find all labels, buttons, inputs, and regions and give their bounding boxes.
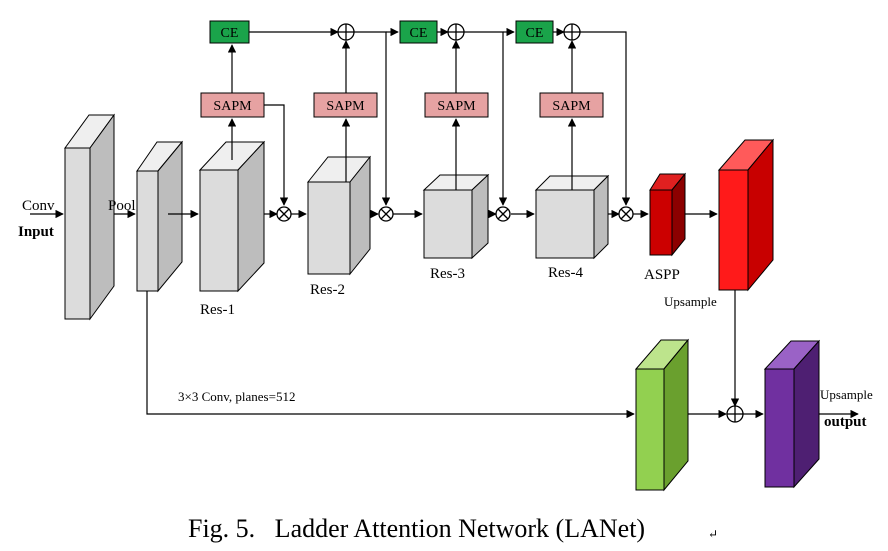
pool-block [136,140,184,293]
aspp-block [649,172,687,257]
conv-green-block [634,338,690,492]
res1-block [198,140,266,293]
ce-box-3: CE [515,20,554,44]
res3-label: Res-3 [430,266,465,282]
figure-caption: Fig. 5. Ladder Attention Network (LANet) [188,514,645,543]
sapm-label-3: SAPM [437,99,476,114]
ce-box-2: CE [399,20,438,44]
sapm-label-4: SAPM [552,99,591,114]
sapm-box-2: SAPM [313,92,378,118]
sapm-box-1: SAPM [200,92,265,118]
res1-label: Res-1 [200,302,235,318]
conv-planes-label: 3×3 Conv, planes=512 [178,389,295,404]
ce-label-3: CE [526,26,544,41]
upsample-red-block [717,138,775,292]
pool-label: Pool [108,198,136,214]
aspp-label: ASPP [644,267,680,283]
multiply-node-1 [276,206,292,222]
ce-label-2: CE [410,26,428,41]
plus-node-2 [447,23,465,41]
plus-node-5 [726,405,744,423]
output-purple-block [763,339,821,489]
multiply-node-4 [618,206,634,222]
res4-label: Res-4 [548,265,583,281]
input-label: Input [18,224,54,240]
output-label: output [824,414,867,430]
sapm-box-4: SAPM [539,92,604,118]
res3-block [422,173,490,260]
multiply-node-2 [378,206,394,222]
sapm-box-3: SAPM [424,92,489,118]
sapm-label-1: SAPM [213,99,252,114]
res2-block [306,155,372,276]
ce-box-1: CE [209,20,250,44]
multiply-node-3 [495,206,511,222]
ce-label-1: CE [221,26,239,41]
connections [30,27,859,419]
sapm-label-2: SAPM [326,99,365,114]
upsample-out-label: Upsample [820,387,873,402]
paragraph-mark: ↵ [708,527,718,541]
plus-node-3 [563,23,581,41]
plus-node-1 [337,23,355,41]
conv-label: Conv [22,198,55,214]
input-block [64,113,115,321]
res2-label: Res-2 [310,282,345,298]
upsample-mid-label: Upsample [664,294,717,309]
